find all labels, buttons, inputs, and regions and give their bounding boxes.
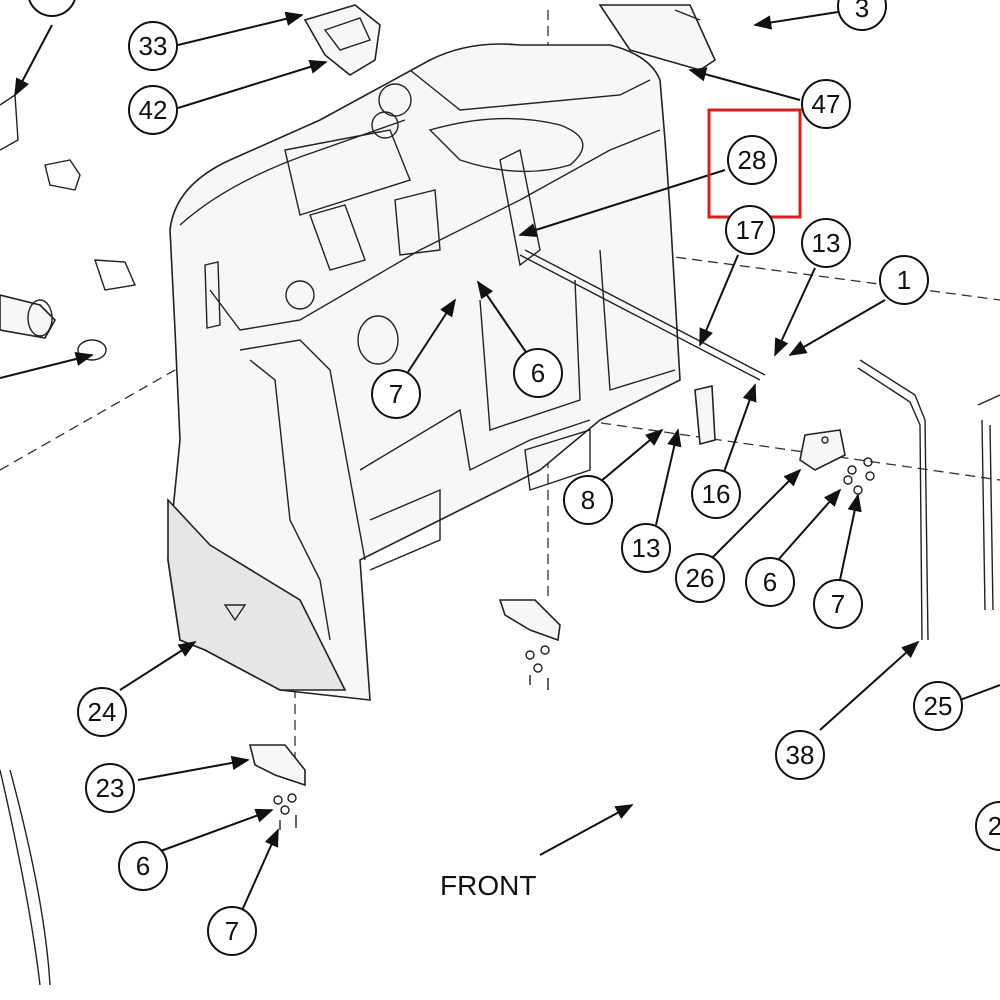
rod-38-part [857, 359, 929, 641]
svg-text:16: 16 [702, 479, 731, 509]
top-right-plate [598, 4, 717, 71]
callout-13-top[interactable]: 13 [801, 218, 851, 268]
callout-2-partial[interactable]: 2 [975, 801, 1000, 851]
svg-text:33: 33 [139, 31, 168, 61]
svg-text:6: 6 [136, 851, 150, 881]
strap-bracket [694, 385, 716, 446]
callout-25[interactable]: 25 [913, 681, 963, 731]
callout-7-right[interactable]: 7 [813, 579, 863, 629]
callout-1[interactable]: 1 [879, 255, 929, 305]
svg-text:38: 38 [786, 740, 815, 770]
callout-6-right[interactable]: 6 [745, 557, 795, 607]
hinge-part-left [248, 744, 306, 830]
svg-text:7: 7 [831, 589, 845, 619]
svg-text:23: 23 [96, 773, 125, 803]
right-frame-part [977, 394, 1000, 611]
callout-7-center[interactable]: 7 [371, 369, 421, 419]
svg-text:13: 13 [812, 228, 841, 258]
front-arrow [539, 804, 634, 856]
svg-text:7: 7 [225, 916, 239, 946]
leader-lines [0, 11, 1000, 916]
callout-24[interactable]: 24 [77, 687, 127, 737]
callout-47[interactable]: 47 [801, 79, 851, 129]
svg-text:7: 7 [389, 379, 403, 409]
callout-17[interactable]: 17 [725, 205, 775, 255]
callout-26[interactable]: 26 [675, 553, 725, 603]
svg-text:17: 17 [736, 215, 765, 245]
bolt-cluster-right [843, 457, 875, 495]
svg-text:1: 1 [897, 265, 911, 295]
svg-text:42: 42 [139, 95, 168, 125]
svg-text:26: 26 [686, 563, 715, 593]
rod-part [519, 249, 766, 381]
front-label: FRONT [440, 870, 536, 901]
callout-3[interactable]: 3 [837, 0, 887, 31]
svg-text:6: 6 [531, 358, 545, 388]
callout-13-bottom[interactable]: 13 [621, 523, 671, 573]
callout-7-bottom[interactable]: 7 [207, 906, 257, 956]
callout-partial-top-left [28, 0, 76, 17]
callout-28[interactable]: 28 [727, 135, 777, 185]
top-cover-part [303, 4, 381, 76]
callout-16[interactable]: 16 [691, 469, 741, 519]
callout-33[interactable]: 33 [128, 21, 178, 71]
callout-6-bottom[interactable]: 6 [118, 841, 168, 891]
svg-text:47: 47 [812, 89, 841, 119]
bracket-part [799, 429, 846, 471]
callout-6-center[interactable]: 6 [513, 348, 563, 398]
svg-text:8: 8 [581, 485, 595, 515]
callout-23[interactable]: 23 [85, 763, 135, 813]
callout-38[interactable]: 38 [775, 730, 825, 780]
svg-text:13: 13 [632, 533, 661, 563]
svg-text:28: 28 [738, 145, 767, 175]
left-hose-part [0, 93, 136, 986]
svg-text:2: 2 [988, 811, 1000, 841]
hinge-part-center [498, 599, 561, 690]
callout-42[interactable]: 42 [128, 85, 178, 135]
svg-text:3: 3 [855, 0, 869, 23]
svg-text:24: 24 [88, 697, 117, 727]
callout-8[interactable]: 8 [563, 475, 613, 525]
svg-text:6: 6 [763, 567, 777, 597]
front-indicator: FRONT [440, 804, 634, 901]
svg-text:25: 25 [924, 691, 953, 721]
main-housing [167, 43, 681, 701]
